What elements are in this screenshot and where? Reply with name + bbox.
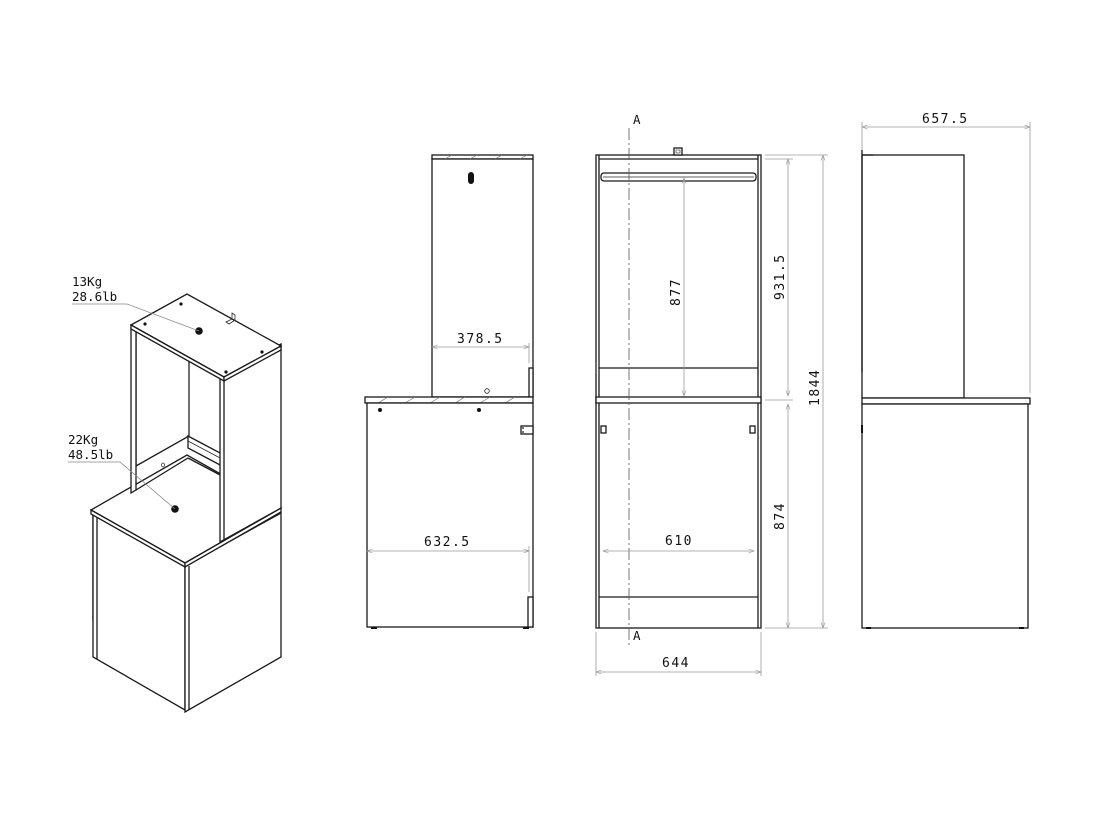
lower-weight-kg: 22Kg [68, 432, 98, 447]
dim-total-height: 1844 [808, 369, 823, 406]
side-section-view [364, 154, 534, 629]
front-view [596, 128, 828, 676]
lock-bracket-icon [225, 312, 236, 325]
section-marker-bottom: A [633, 628, 641, 643]
section-marker-top: A [633, 112, 641, 127]
lower-weight-lb: 48.5lb [68, 447, 113, 462]
dim-overall-width: 644 [662, 656, 690, 671]
dim-inner-width: 610 [665, 534, 693, 549]
side-view [861, 122, 1030, 629]
isometric-view [68, 293, 283, 714]
dim-upper-depth: 378.5 [457, 332, 504, 347]
iso-hutch-left-side [130, 327, 137, 495]
upper-weight-kg: 13Kg [72, 274, 102, 289]
keyhole-slot-icon [468, 172, 474, 184]
dim-upper-height: 931.5 [773, 253, 788, 300]
dim-lower-height: 874 [773, 502, 788, 530]
dim-lower-depth: 632.5 [424, 535, 471, 550]
upper-weight-lb: 28.6lb [72, 289, 117, 304]
dim-overall-depth: 657.5 [922, 112, 969, 127]
dim-inner-height-upper: 877 [669, 278, 684, 306]
